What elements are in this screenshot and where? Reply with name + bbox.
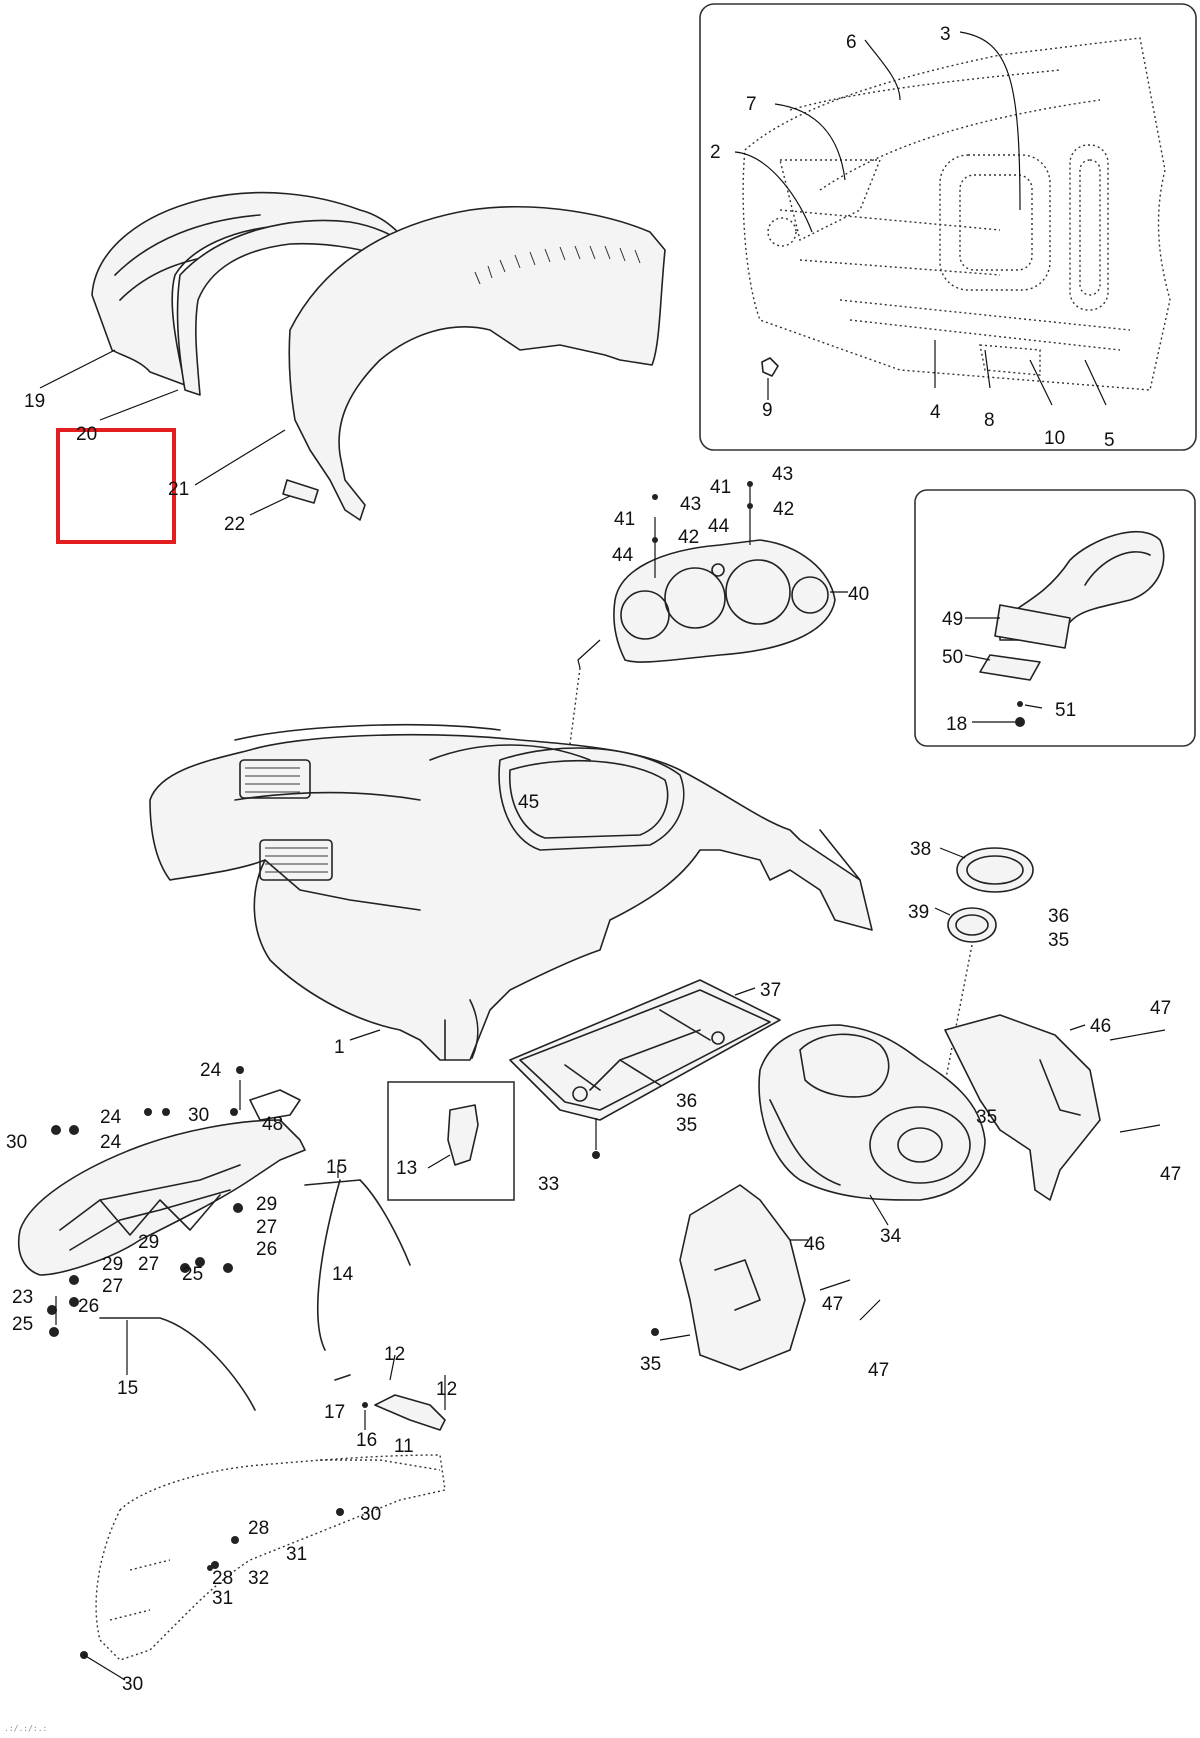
callout-39: 39 xyxy=(908,902,929,923)
callout-33: 33 xyxy=(538,1174,559,1195)
callout-44: 44 xyxy=(708,516,730,537)
inset-box-right xyxy=(914,489,1196,747)
callout-5: 5 xyxy=(1104,430,1115,451)
callout-12: 12 xyxy=(436,1379,457,1400)
callout-41: 41 xyxy=(710,477,731,498)
callout-35: 35 xyxy=(976,1107,997,1128)
callout-46: 46 xyxy=(1090,1016,1111,1037)
callout-47: 47 xyxy=(868,1360,889,1381)
main-cowling xyxy=(149,723,873,1061)
callout-24: 24 xyxy=(100,1132,122,1153)
callout-9: 9 xyxy=(762,400,773,421)
callout-25: 25 xyxy=(12,1314,33,1335)
callout-36: 36 xyxy=(676,1091,697,1112)
callout-30: 30 xyxy=(6,1132,27,1153)
side-panel-upper xyxy=(944,1014,1166,1201)
callout-16: 16 xyxy=(356,1430,377,1451)
callout-8: 8 xyxy=(984,410,995,431)
callout-47: 47 xyxy=(822,1294,843,1315)
cables xyxy=(99,1165,411,1411)
callout-26: 26 xyxy=(256,1239,277,1260)
callout-1: 1 xyxy=(334,1037,345,1058)
side-panel-lower xyxy=(651,1184,881,1371)
inset-box-13 xyxy=(387,1081,515,1201)
callout-3: 3 xyxy=(940,24,951,45)
callout-35: 35 xyxy=(640,1354,661,1375)
callout-35: 35 xyxy=(1048,930,1069,951)
inset-box-top xyxy=(699,3,1197,451)
callout-30: 30 xyxy=(122,1674,143,1695)
callout-2: 2 xyxy=(710,142,721,163)
callout-27: 27 xyxy=(102,1276,123,1297)
callout-24: 24 xyxy=(200,1060,222,1081)
footer-mark: .:/.:/:.: xyxy=(4,1724,48,1733)
callout-22: 22 xyxy=(224,514,245,535)
callout-29: 29 xyxy=(102,1254,123,1275)
callout-42: 42 xyxy=(773,499,794,520)
callout-labels: 19 20 21 22 6 3 7 2 9 4 8 10 5 43 41 43 … xyxy=(6,24,1181,1695)
callout-40: 40 xyxy=(848,584,869,605)
callout-38: 38 xyxy=(910,839,931,860)
callout-28: 28 xyxy=(212,1568,233,1589)
callout-43: 43 xyxy=(772,464,793,485)
callout-49: 49 xyxy=(942,609,963,630)
callout-11: 11 xyxy=(394,1436,414,1457)
callout-23: 23 xyxy=(12,1287,33,1308)
callout-37: 37 xyxy=(760,980,781,1001)
callout-46: 46 xyxy=(804,1234,825,1255)
callout-15: 15 xyxy=(326,1157,347,1178)
callout-4: 4 xyxy=(930,402,941,423)
callout-31: 31 xyxy=(286,1544,307,1565)
callout-10: 10 xyxy=(1044,428,1065,449)
callout-27: 27 xyxy=(256,1217,277,1238)
callout-7: 7 xyxy=(746,94,757,115)
callout-29: 29 xyxy=(138,1232,159,1253)
callout-41: 41 xyxy=(614,509,635,530)
callout-12: 12 xyxy=(384,1344,405,1365)
front-bumper-lower xyxy=(80,1454,446,1681)
callout-26: 26 xyxy=(78,1296,99,1317)
callout-17: 17 xyxy=(324,1402,345,1423)
callout-34: 34 xyxy=(880,1226,902,1247)
callout-50: 50 xyxy=(942,647,963,668)
upper-left-panels xyxy=(39,191,666,521)
front-bumper-upper xyxy=(18,1066,306,1337)
callout-47: 47 xyxy=(1160,1164,1181,1185)
lever-bracket xyxy=(334,1354,446,1431)
callout-47: 47 xyxy=(1150,998,1171,1019)
callout-43: 43 xyxy=(680,494,701,515)
callout-28: 28 xyxy=(248,1518,269,1539)
callout-30: 30 xyxy=(188,1105,209,1126)
callout-35: 35 xyxy=(676,1115,697,1136)
gauge-panel xyxy=(559,481,848,821)
callout-20: 20 xyxy=(76,424,97,445)
callout-44: 44 xyxy=(612,545,634,566)
callout-6: 6 xyxy=(846,32,857,53)
callout-32: 32 xyxy=(248,1568,269,1589)
callout-48: 48 xyxy=(262,1114,283,1135)
callout-13: 13 xyxy=(396,1158,417,1179)
highlight-box xyxy=(56,428,176,544)
callout-42: 42 xyxy=(678,527,699,548)
callout-18: 18 xyxy=(946,714,967,735)
callout-29: 29 xyxy=(256,1194,277,1215)
callout-45: 45 xyxy=(518,792,539,813)
rear-housing xyxy=(758,1024,986,1226)
callout-36: 36 xyxy=(1048,906,1069,927)
callout-31: 31 xyxy=(212,1588,233,1609)
floor-tray xyxy=(509,979,781,1159)
callout-24: 24 xyxy=(100,1107,122,1128)
callout-15: 15 xyxy=(117,1378,138,1399)
callout-19: 19 xyxy=(24,391,45,412)
callout-21: 21 xyxy=(168,479,189,500)
callout-30: 30 xyxy=(360,1504,381,1525)
callout-51: 51 xyxy=(1055,700,1076,721)
callout-25: 25 xyxy=(182,1264,203,1285)
callout-14: 14 xyxy=(332,1264,354,1285)
callout-27: 27 xyxy=(138,1254,159,1275)
